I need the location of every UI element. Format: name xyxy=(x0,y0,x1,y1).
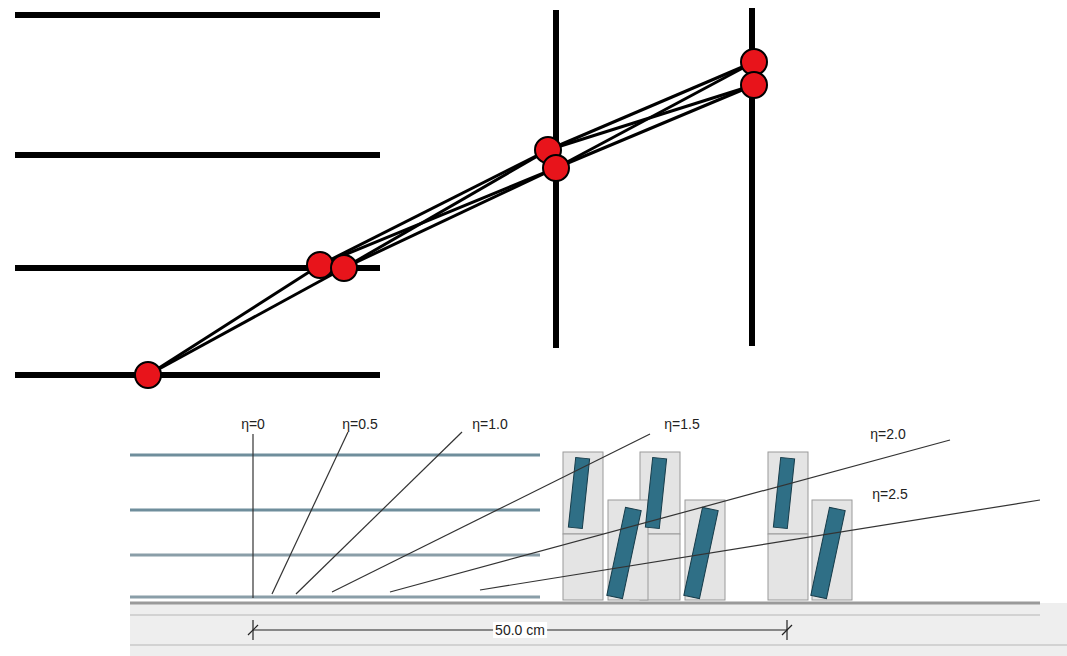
eta-label: η=1.0 xyxy=(470,416,509,432)
eta-label: η=2.0 xyxy=(868,426,907,442)
eta-label: η=2.5 xyxy=(870,486,909,502)
eta-lines xyxy=(253,432,1040,598)
dimension-line xyxy=(248,620,792,640)
barrel-layers xyxy=(130,455,540,597)
beam-pipe xyxy=(130,603,1067,656)
eta-label: η=0.5 xyxy=(340,416,379,432)
detector-layers xyxy=(15,8,752,375)
track-segments xyxy=(148,62,754,375)
dimension-label: 50.0 cm xyxy=(493,622,547,638)
eta-label: η=1.5 xyxy=(662,416,701,432)
hit-dots xyxy=(135,49,767,388)
endcap-disks xyxy=(563,452,852,600)
eta-label: η=0 xyxy=(239,416,267,432)
